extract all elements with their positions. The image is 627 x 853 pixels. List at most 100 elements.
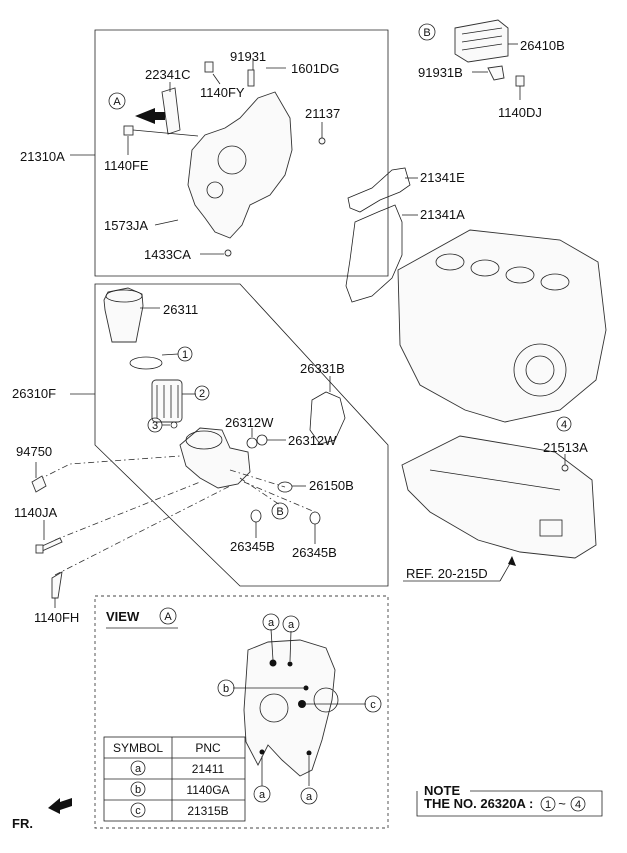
callout-a-4: a <box>306 791 313 803</box>
label-21310A: 21310A <box>20 149 65 164</box>
table-row-symbol: c <box>135 805 141 817</box>
label-21513A: 21513A <box>543 440 588 455</box>
label-91931: 91931 <box>230 49 266 64</box>
label-21341E: 21341E <box>420 170 465 185</box>
callout-1: 1 <box>182 349 188 361</box>
note-tilde: ~ <box>558 796 566 811</box>
arrow-a-icon <box>135 108 165 124</box>
view-letter-circle <box>159 607 177 625</box>
label-1140JA: 1140JA <box>14 505 57 520</box>
label-26345B-a: 26345B <box>230 539 275 554</box>
view-title: VIEW <box>106 609 140 624</box>
cooler-bracket-part <box>487 65 505 81</box>
view-a-cover-part <box>243 639 336 777</box>
oil-pressure-sensor-part <box>31 475 47 493</box>
gasket-21341A-part <box>345 204 403 303</box>
label-26312W-a: 26312W <box>225 415 274 430</box>
pin-part <box>224 249 232 257</box>
note-from: 1 <box>545 799 551 811</box>
o-ring-part <box>277 481 293 493</box>
callout-3-circle <box>147 417 163 433</box>
oil-pan-part <box>401 435 597 559</box>
label-1140DJ: 1140DJ <box>498 105 542 120</box>
bolt-1140FH-part <box>51 571 63 599</box>
label-1573JA: 1573JA <box>104 218 148 233</box>
note-to: 4 <box>575 799 581 811</box>
gasket-26331B-part <box>309 391 346 445</box>
label-1140FH: 1140FH <box>34 610 79 625</box>
callout-B-circle <box>418 23 436 41</box>
label-26150B: 26150B <box>309 478 354 493</box>
o-ring-part <box>309 511 321 525</box>
timing-cover-hole <box>206 181 224 199</box>
note-text: THE NO. 26320A : <box>424 796 533 811</box>
callout-2: 2 <box>199 388 205 400</box>
label-21341A: 21341A <box>420 207 465 222</box>
table-row-pnc: 21411 <box>192 762 225 776</box>
o-ring-part <box>250 509 262 523</box>
filter-housing-part <box>179 427 251 489</box>
symbol-table: SYMBOL PNC a 21411 b 1140GA c 21315B <box>103 736 246 822</box>
label-26345B-b: 26345B <box>292 545 337 560</box>
filter-element-part <box>151 379 183 423</box>
label-22341C: 22341C <box>145 67 191 82</box>
callout-4-circle <box>556 416 572 432</box>
label-26312W-b: 26312W <box>288 433 337 448</box>
drain-plug-part <box>561 464 569 472</box>
table-header-symbol: SYMBOL <box>113 741 163 755</box>
table-row-symbol: a <box>135 763 142 775</box>
front-label: FR. <box>12 816 33 831</box>
timing-cover-hole <box>217 145 247 175</box>
filter-cap-part <box>103 287 144 343</box>
view-letter: A <box>164 611 172 623</box>
note-box: NOTE THE NO. 26320A : 1 ~ 4 <box>416 783 603 817</box>
bolt-part <box>123 125 134 136</box>
callout-c-view: c <box>370 699 376 711</box>
seal-part <box>318 137 326 145</box>
callout-3: 3 <box>152 420 158 432</box>
label-1140FE: 1140FE <box>104 158 149 173</box>
view-a-frame <box>94 595 389 829</box>
oil-cooler-part <box>454 19 509 63</box>
callout-B-circle <box>271 502 289 520</box>
callout-2-circle <box>194 385 210 401</box>
label-26311: 26311 <box>163 302 198 317</box>
engine-block-part <box>397 229 607 423</box>
callout-a-1: a <box>268 617 275 629</box>
bolt-part <box>204 61 214 73</box>
oil-filter-group-frame <box>94 283 389 587</box>
callout-a-3: a <box>259 789 266 801</box>
o-ring-part <box>246 437 258 449</box>
callout-A: A <box>113 96 121 108</box>
sensor-part <box>247 69 255 87</box>
callout-A-circle <box>108 92 126 110</box>
o-ring-part <box>129 356 163 370</box>
cooler-bolt-part <box>515 75 525 87</box>
callout-1-circle <box>177 346 193 362</box>
note-title: NOTE <box>424 783 460 798</box>
front-arrow-icon <box>48 798 72 814</box>
callout-B: B <box>423 27 430 39</box>
timing-cover-part <box>187 91 293 239</box>
label-1433CA: 1433CA <box>144 247 191 262</box>
callout-B-2: B <box>276 506 283 518</box>
table-row-pnc: 1140GA <box>186 783 229 797</box>
label-21137: 21137 <box>305 106 340 121</box>
callout-b-view: b <box>223 683 229 695</box>
table-row-pnc: 21315B <box>187 804 228 818</box>
gasket-21341E-part <box>347 167 411 213</box>
ref-label: REF. 20-215D <box>406 566 488 581</box>
timing-cover-group-frame <box>94 29 389 277</box>
callout-a-2: a <box>288 619 295 631</box>
bracket-part <box>161 87 181 135</box>
table-row-symbol: b <box>135 784 141 796</box>
label-26310F: 26310F <box>12 386 56 401</box>
label-26331B: 26331B <box>300 361 345 376</box>
label-94750: 94750 <box>16 444 52 459</box>
label-1601DG: 1601DG <box>291 61 339 76</box>
label-26410B: 26410B <box>520 38 565 53</box>
table-header-pnc: PNC <box>195 741 221 755</box>
label-1140FY: 1140FY <box>200 85 245 100</box>
